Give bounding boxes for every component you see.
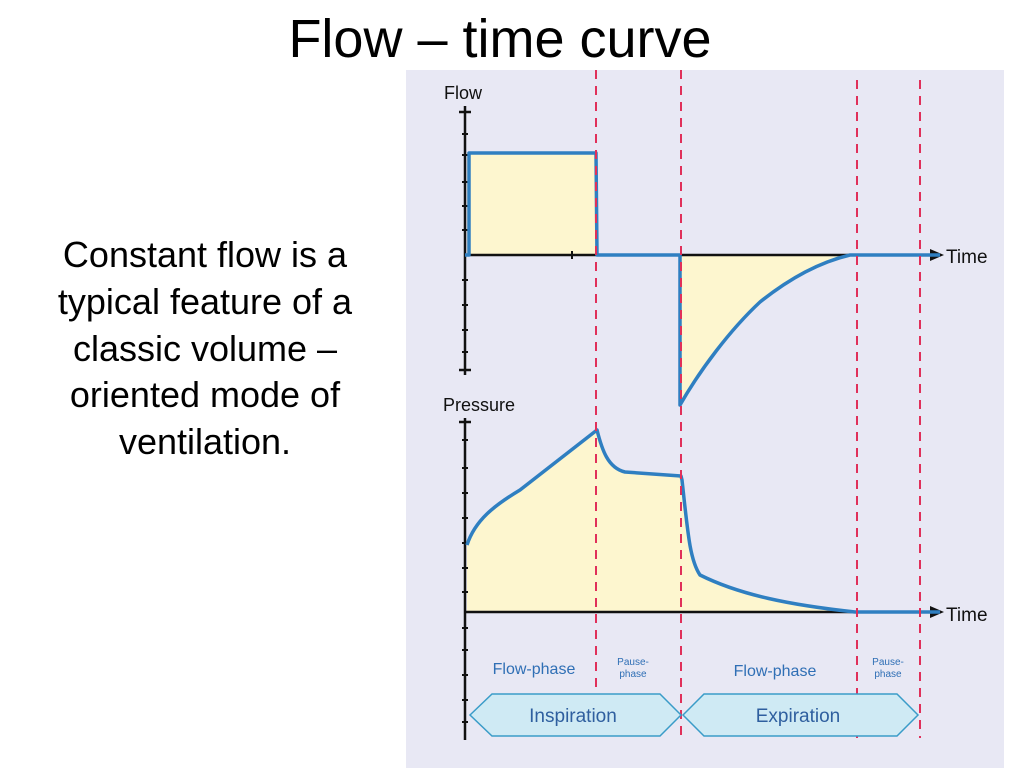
time-label-bottom: Time bbox=[946, 605, 988, 626]
time-label-top: Time bbox=[946, 247, 988, 268]
inspiration-label: Inspiration bbox=[529, 706, 617, 727]
flow-axis-label: Flow bbox=[444, 83, 483, 103]
pressure-axis-label: Pressure bbox=[443, 395, 515, 415]
expiration-label: Expiration bbox=[756, 706, 841, 727]
phase-labels: Flow-phase Pause- phase Flow-phase Pause… bbox=[493, 657, 904, 680]
slide-title: Flow – time curve bbox=[288, 9, 712, 69]
slide-body-text: Constant flow is a typical feature of a … bbox=[57, 234, 353, 463]
phase-label-expiration-pause-2: phase bbox=[874, 669, 902, 680]
inspiration-arrow bbox=[468, 693, 683, 737]
phase-label-expiration-pause-1: Pause- bbox=[872, 657, 904, 668]
expiration-arrow bbox=[681, 693, 920, 737]
pressure-fill bbox=[467, 430, 855, 612]
flow-pressure-diagram: Flow Pressure Time Time Flow-phase Pause… bbox=[406, 70, 1004, 768]
phase-markers bbox=[595, 70, 921, 738]
phase-label-inspiration-flow: Flow-phase bbox=[493, 661, 576, 678]
flow-axis-ticks bbox=[462, 133, 573, 353]
flow-curve bbox=[465, 151, 940, 407]
inspiration-flow-fill bbox=[467, 153, 596, 255]
expiration-flow-fill bbox=[680, 255, 850, 405]
pressure-curve bbox=[465, 428, 940, 614]
phase-label-inspiration-pause-2: phase bbox=[619, 669, 647, 680]
phase-label-inspiration-pause-1: Pause- bbox=[617, 657, 649, 668]
phase-label-expiration-flow: Flow-phase bbox=[734, 663, 817, 680]
